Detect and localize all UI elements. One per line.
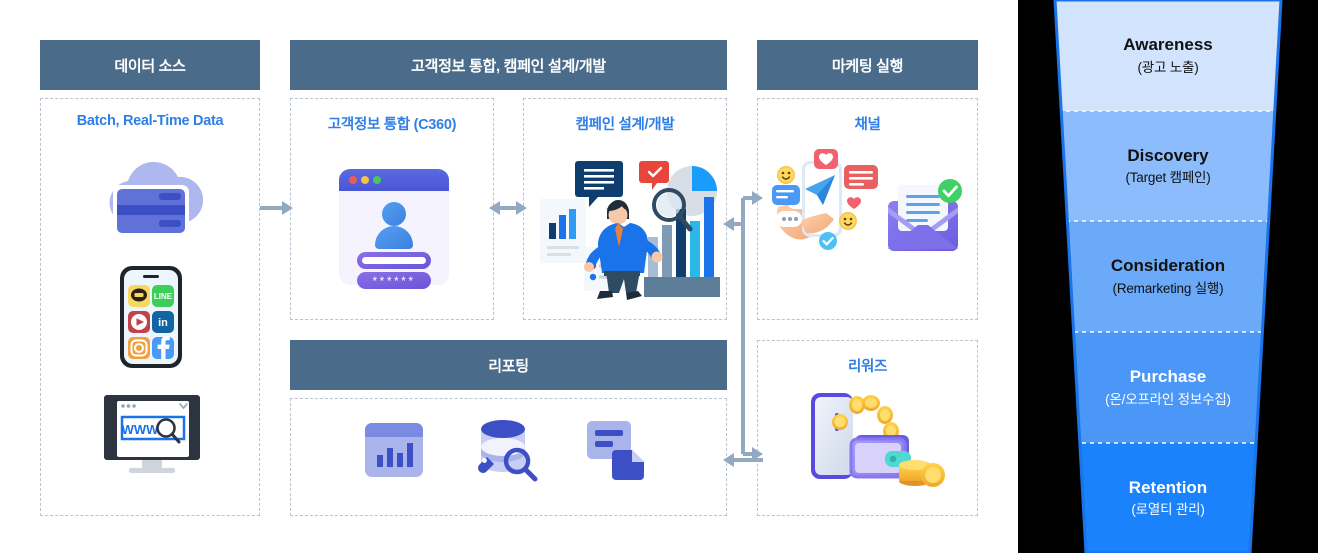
database-search-icon (469, 417, 545, 483)
panel-campaign-design: 캠페인 설계/개발 (523, 98, 727, 320)
email-envelope-check-icon (882, 177, 964, 257)
funnel-stage-subtitle: (광고 노출) (1137, 59, 1199, 75)
funnel-stage-subtitle: (Target 캠페인) (1125, 170, 1211, 186)
funnel-stage-subtitle: (온/오프라인 정보수집) (1105, 391, 1231, 407)
mobile-social-apps-icon: LINE in (104, 264, 198, 370)
arrow-datasource-to-c360 (260, 201, 293, 215)
customer-profile-login-card-icon: ****** (325, 161, 461, 291)
column-header-c360-campaign: 고객정보 통합, 캠페인 설계/개발 (290, 40, 727, 90)
funnel-stage-subtitle: (로열티 관리) (1131, 502, 1205, 518)
panel-channel: 채널 (757, 98, 978, 320)
svg-text:in: in (158, 317, 168, 329)
funnel-stage-title: Consideration (1110, 256, 1226, 276)
social-messaging-phone-icon (772, 149, 892, 259)
group-title-channel: 채널 (854, 117, 881, 133)
funnel-stage-consideration: Consideration (Remarketing 실행) (1018, 221, 1318, 332)
funnel-stage-title: Awareness (1123, 35, 1213, 55)
section-header-reporting: 리포팅 (290, 340, 727, 390)
funnel-stage-discovery: Discovery (Target 캠페인) (1018, 111, 1318, 221)
svg-text:******: ****** (372, 274, 415, 288)
funnel-stage-awareness: Awareness (광고 노출) (1018, 0, 1318, 111)
funnel-stage-subtitle: (Remarketing 실행) (1112, 280, 1224, 296)
funnel-stage-retention: Retention (로열티 관리) (1018, 443, 1318, 553)
panel-rewards: 리워즈 (757, 340, 978, 516)
svg-text:LINE: LINE (154, 292, 173, 301)
marketing-funnel: Awareness (광고 노출) Discovery (Target 캠페인)… (1018, 0, 1318, 553)
arrow-campaign-to-channels-branch (723, 191, 763, 461)
group-title-rewards: 리워즈 (847, 359, 888, 375)
panel-data-source: Batch, Real-Time Data (40, 98, 260, 516)
cloud-database-icon (89, 159, 213, 249)
group-title-c360: 고객정보 통합 (C360) (327, 117, 457, 133)
arrow-rewards-to-reporting (723, 453, 763, 467)
arrow-c360-campaign-bidirectional (489, 201, 527, 215)
column-header-data-source: 데이터 소스 (40, 40, 260, 90)
funnel-stage-title: Purchase (1129, 367, 1207, 387)
funnel-shape (1053, 0, 1283, 553)
svg-text:WWW: WWW (122, 422, 160, 437)
funnel-stage-purchase: Purchase (온/오프라인 정보수집) (1018, 332, 1318, 443)
bar-chart-dashboard-icon (363, 419, 425, 481)
group-title-batch-realtime-data: Batch, Real-Time Data (76, 113, 224, 129)
marketing-architecture-diagram: 데이터 소스 Batch, Real-Time Data (40, 40, 978, 516)
analyst-with-magnifier-charts-icon (532, 153, 722, 305)
panel-reporting (290, 398, 727, 516)
phone-wallet-coins-icon (793, 389, 953, 504)
desktop-www-search-icon: WWW (94, 391, 209, 476)
funnel-stage-title: Discovery (1127, 145, 1209, 165)
funnel-stage-title: Retention (1128, 477, 1208, 497)
document-report-icon (583, 417, 647, 481)
panel-c360: 고객정보 통합 (C360) (290, 98, 494, 320)
column-header-marketing-execution: 마케팅 실행 (757, 40, 978, 90)
group-title-campaign-design: 캠페인 설계/개발 (575, 117, 675, 133)
